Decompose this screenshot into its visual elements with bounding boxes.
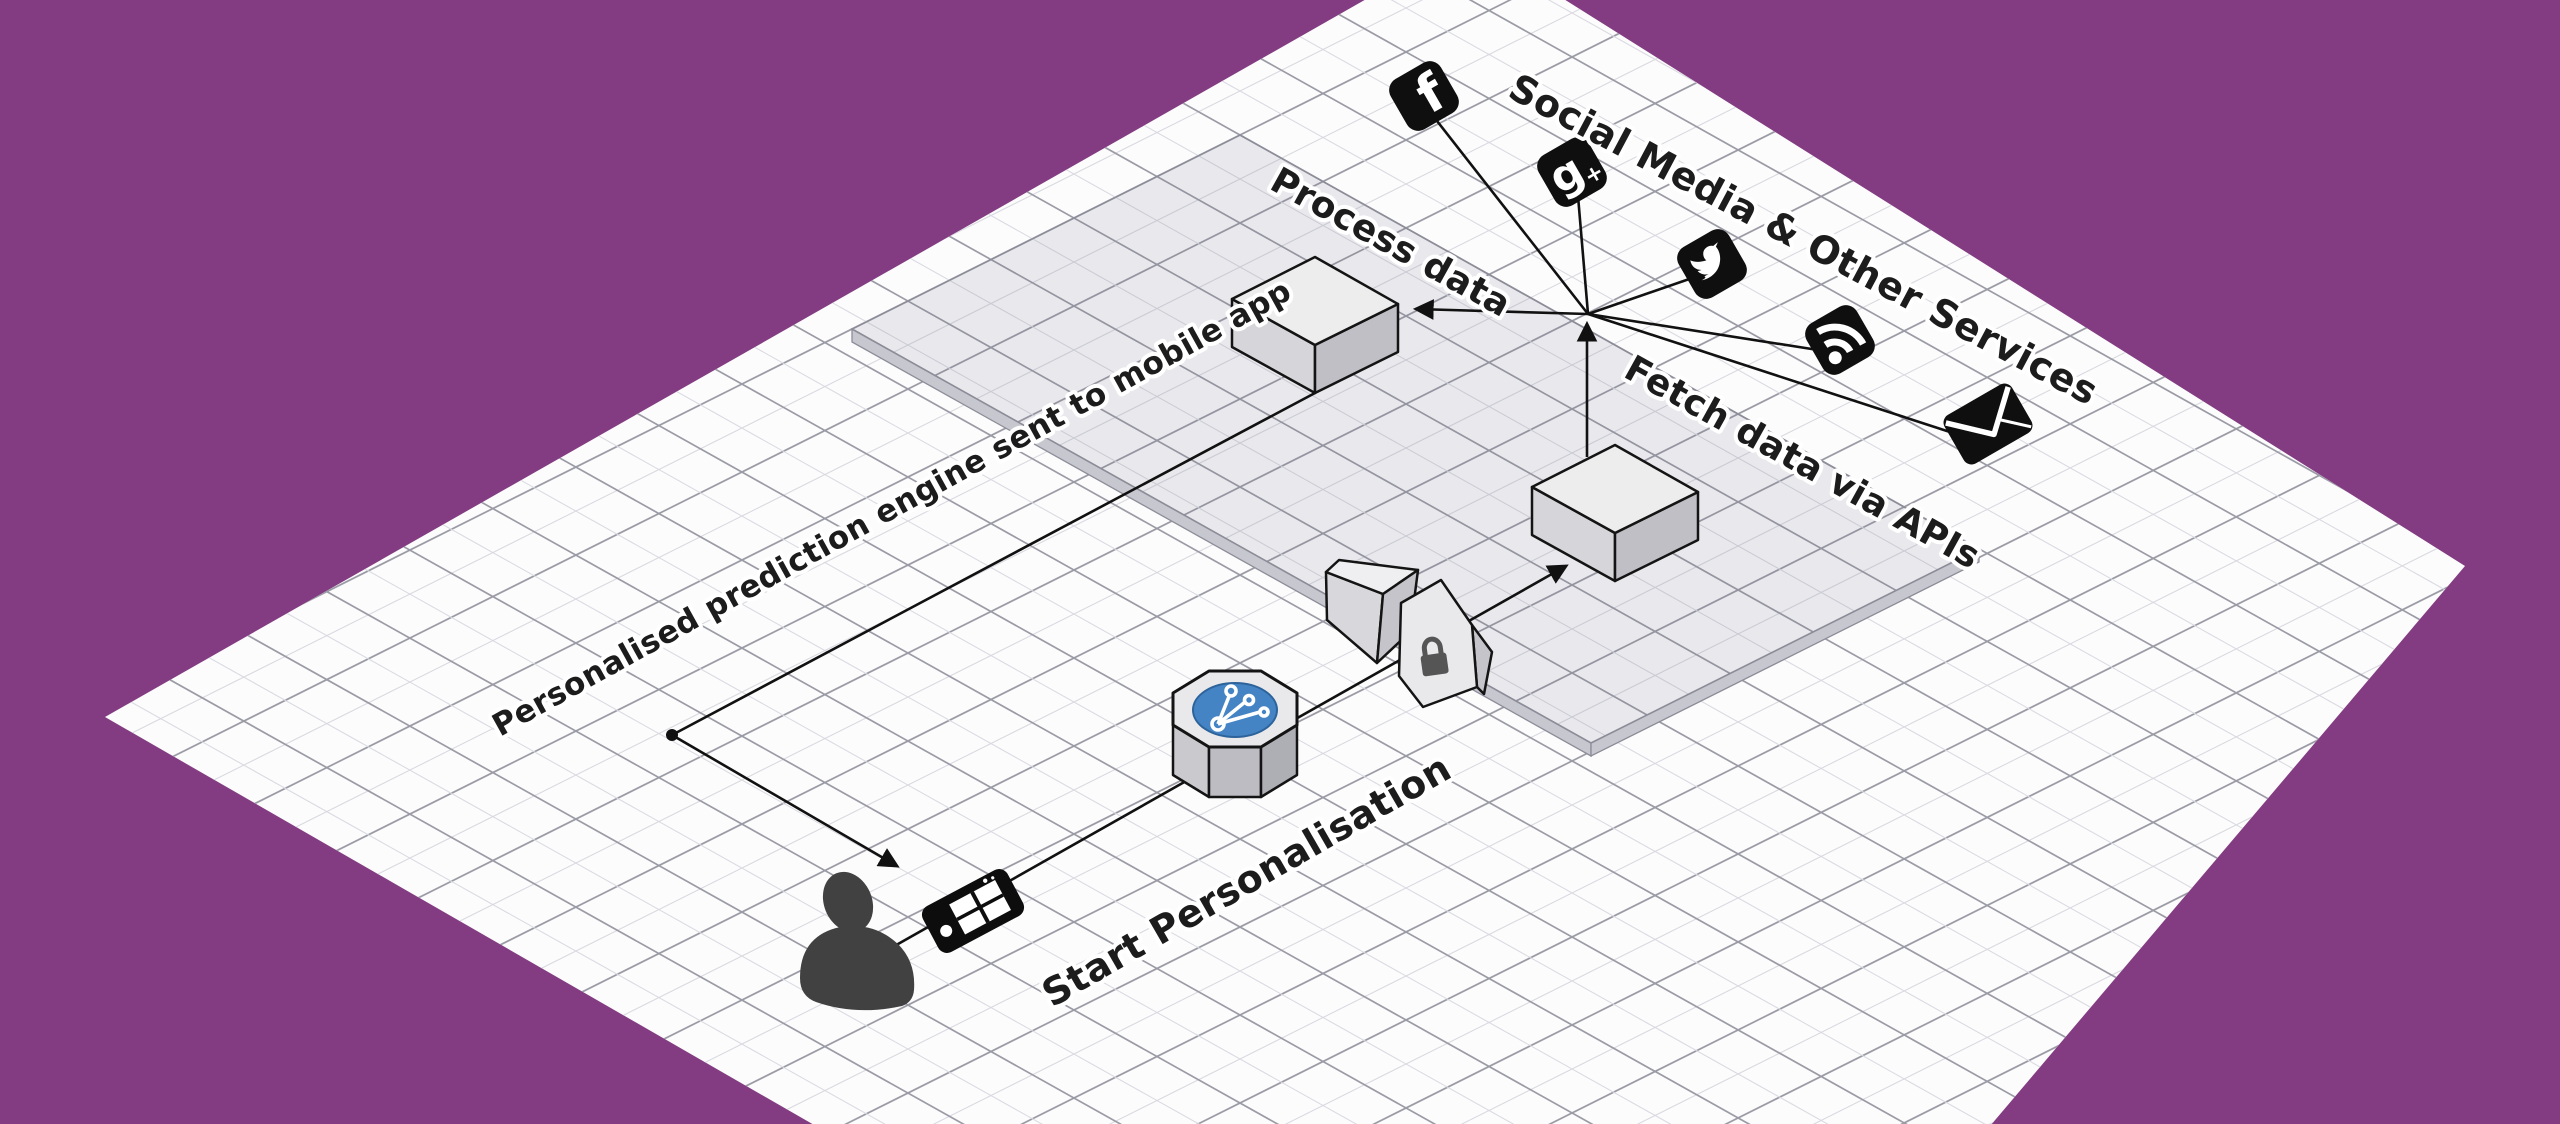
user-icon <box>800 871 915 1011</box>
fetch-data-box <box>1530 443 1700 583</box>
service-hub-connectors <box>1412 111 1951 457</box>
lock-icon <box>1420 636 1449 677</box>
back-shield <box>1324 558 1420 665</box>
code-fork-pedestal <box>1171 669 1299 799</box>
code-fork-icon <box>1192 682 1278 738</box>
phone-icon <box>921 869 1025 953</box>
elbow-junction-dot <box>666 729 678 741</box>
connector-prediction-to-user <box>666 391 1316 868</box>
process-data-box <box>1230 255 1400 395</box>
email-icon <box>1943 383 2033 465</box>
rss-icon <box>1805 305 1875 375</box>
front-shield <box>1397 578 1494 709</box>
security-shields <box>1324 558 1494 709</box>
facebook-icon: f <box>1389 61 1459 131</box>
twitter-icon <box>1677 229 1747 299</box>
arrow-to-process-box <box>1412 299 1589 320</box>
